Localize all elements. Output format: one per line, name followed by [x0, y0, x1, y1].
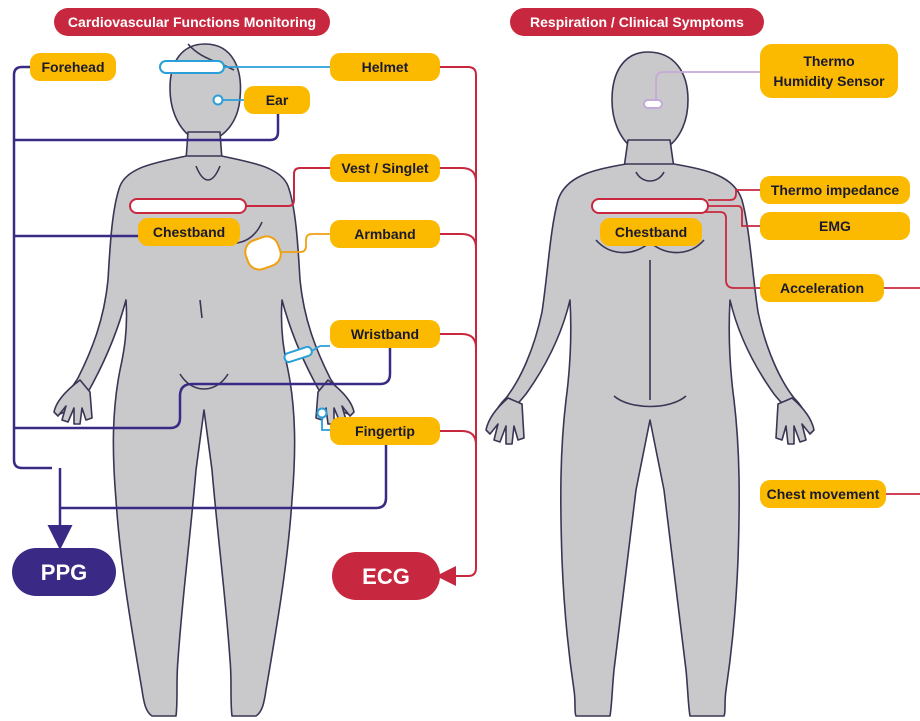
male-body-figure — [486, 52, 814, 716]
svg-text:Chestband: Chestband — [615, 224, 687, 240]
svg-text:Humidity Sensor: Humidity Sensor — [773, 73, 885, 89]
right-title-pill: Respiration / Clinical Symptoms — [510, 8, 764, 36]
ecg-label: ECG — [362, 564, 410, 589]
left-title: Cardiovascular Functions Monitoring — [68, 14, 316, 30]
left-title-pill: Cardiovascular Functions Monitoring — [54, 8, 330, 36]
right-title: Respiration / Clinical Symptoms — [530, 14, 744, 30]
svg-text:Ear: Ear — [266, 92, 289, 108]
acceleration-label: Acceleration — [760, 274, 884, 302]
svg-text:Helmet: Helmet — [362, 59, 409, 75]
ear-label: Ear — [244, 86, 310, 114]
svg-text:Forehead: Forehead — [41, 59, 104, 75]
svg-text:Vest / Singlet: Vest / Singlet — [341, 160, 428, 176]
chest-movement-label: Chest movement — [760, 480, 886, 508]
female-body-figure — [54, 44, 354, 716]
fingertip-sensor — [318, 409, 327, 418]
svg-text:Acceleration: Acceleration — [780, 280, 864, 296]
ecg-output: ECG — [332, 552, 440, 600]
ear-sensor — [214, 96, 223, 105]
headband-sensor — [160, 61, 224, 73]
chest-strap-left — [130, 199, 246, 213]
svg-text:Fingertip: Fingertip — [355, 423, 415, 439]
chest-strap-right — [592, 199, 708, 213]
svg-text:Armband: Armband — [354, 226, 415, 242]
fingertip-label: Fingertip — [330, 417, 440, 445]
emg-label: EMG — [760, 212, 910, 240]
male-left-hand — [486, 398, 524, 444]
nose-sensor — [644, 100, 662, 108]
svg-text:Wristband: Wristband — [351, 326, 419, 342]
female-left-hand — [54, 380, 92, 424]
svg-text:Chest movement: Chest movement — [767, 486, 880, 502]
female-head — [170, 44, 240, 142]
vest-label: Vest / Singlet — [330, 154, 440, 182]
ppg-output: PPG — [12, 548, 116, 596]
svg-text:Thermo impedance: Thermo impedance — [771, 182, 900, 198]
ppg-label: PPG — [41, 560, 87, 585]
armband-label: Armband — [330, 220, 440, 248]
thermo-humidity-label: Thermo Humidity Sensor — [760, 44, 898, 98]
wristband-label: Wristband — [330, 320, 440, 348]
chestband-label-left: Chestband — [138, 218, 240, 246]
svg-text:Thermo: Thermo — [803, 53, 854, 69]
chestband-label-right: Chestband — [600, 218, 702, 246]
thermo-impedance-label: Thermo impedance — [760, 176, 910, 204]
svg-text:EMG: EMG — [819, 218, 851, 234]
male-right-hand — [776, 398, 814, 444]
male-silhouette — [494, 164, 806, 716]
helmet-label: Helmet — [330, 53, 440, 81]
forehead-label: Forehead — [30, 53, 116, 81]
svg-text:Chestband: Chestband — [153, 224, 225, 240]
